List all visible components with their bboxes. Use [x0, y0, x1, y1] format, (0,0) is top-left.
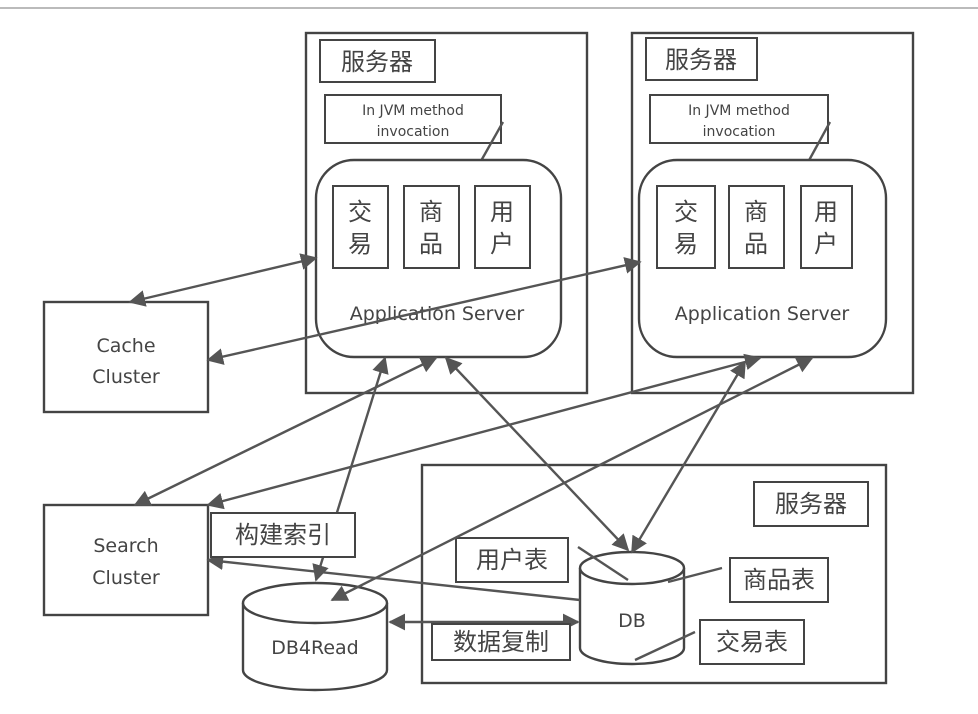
server-1-jvm-note-line2: invocation: [377, 124, 450, 140]
cache-cluster-line2: Cluster: [92, 366, 160, 388]
server-1-module-trade-2: 易: [348, 230, 372, 258]
search-cluster-line2: Cluster: [92, 567, 160, 589]
db-cylinder: DB: [578, 550, 686, 666]
server-2-title: 服务器: [665, 46, 737, 74]
server-2: 服务器 In JVM method invocation 交 易 商 品 用 户…: [630, 31, 915, 395]
server-1-module-product-2: 品: [419, 230, 443, 258]
server-2-jvm-note-line2: invocation: [703, 124, 776, 140]
search-cluster-line1: Search: [93, 535, 158, 557]
arrow-app2-db4read: [330, 356, 814, 602]
server-2-app-server-label: Application Server: [675, 303, 850, 325]
arrow-cache-app1: [128, 253, 318, 307]
server-2-module-user-1: 用: [814, 198, 838, 226]
server-1-module-user-1: 用: [490, 198, 514, 226]
arrow-cache-app2: [206, 257, 642, 365]
db-label: DB: [618, 610, 646, 632]
server-2-module-user-2: 户: [814, 230, 838, 258]
server-1-module-trade-1: 交: [348, 198, 372, 226]
server-2-module-product-1: 商: [744, 198, 768, 226]
server-2-jvm-note-line1: In JVM method: [688, 103, 790, 119]
server-1-title: 服务器: [341, 48, 413, 76]
data-replication-tag: 数据复制: [431, 623, 571, 661]
arrow-db-search: [206, 553, 581, 602]
user-table-label: 用户表: [476, 546, 548, 574]
db-server-title: 服务器: [775, 490, 847, 518]
build-index-label: 构建索引: [235, 521, 331, 549]
server-2-module-product-2: 品: [744, 230, 768, 258]
db4read-cylinder: DB4Read: [241, 581, 389, 692]
trade-table-label: 交易表: [716, 628, 788, 656]
server-2-module-trade-1: 交: [674, 198, 698, 226]
data-replication-label: 数据复制: [453, 628, 549, 656]
cache-cluster-line1: Cache: [96, 335, 155, 357]
server-1-module-product-1: 商: [419, 198, 443, 226]
server-1-jvm-note-line1: In JVM method: [362, 103, 464, 119]
db4read-label: DB4Read: [271, 637, 359, 659]
build-index-tag: 构建索引: [210, 512, 356, 558]
search-cluster: Search Cluster: [42, 503, 210, 617]
server-1-module-user-2: 户: [490, 230, 514, 258]
product-table-label: 商品表: [743, 566, 815, 594]
cache-cluster: Cache Cluster: [42, 300, 210, 414]
server-2-module-trade-2: 易: [674, 230, 698, 258]
server-1: 服务器 In JVM method invocation 交 易 商 品 用 户…: [304, 31, 589, 395]
